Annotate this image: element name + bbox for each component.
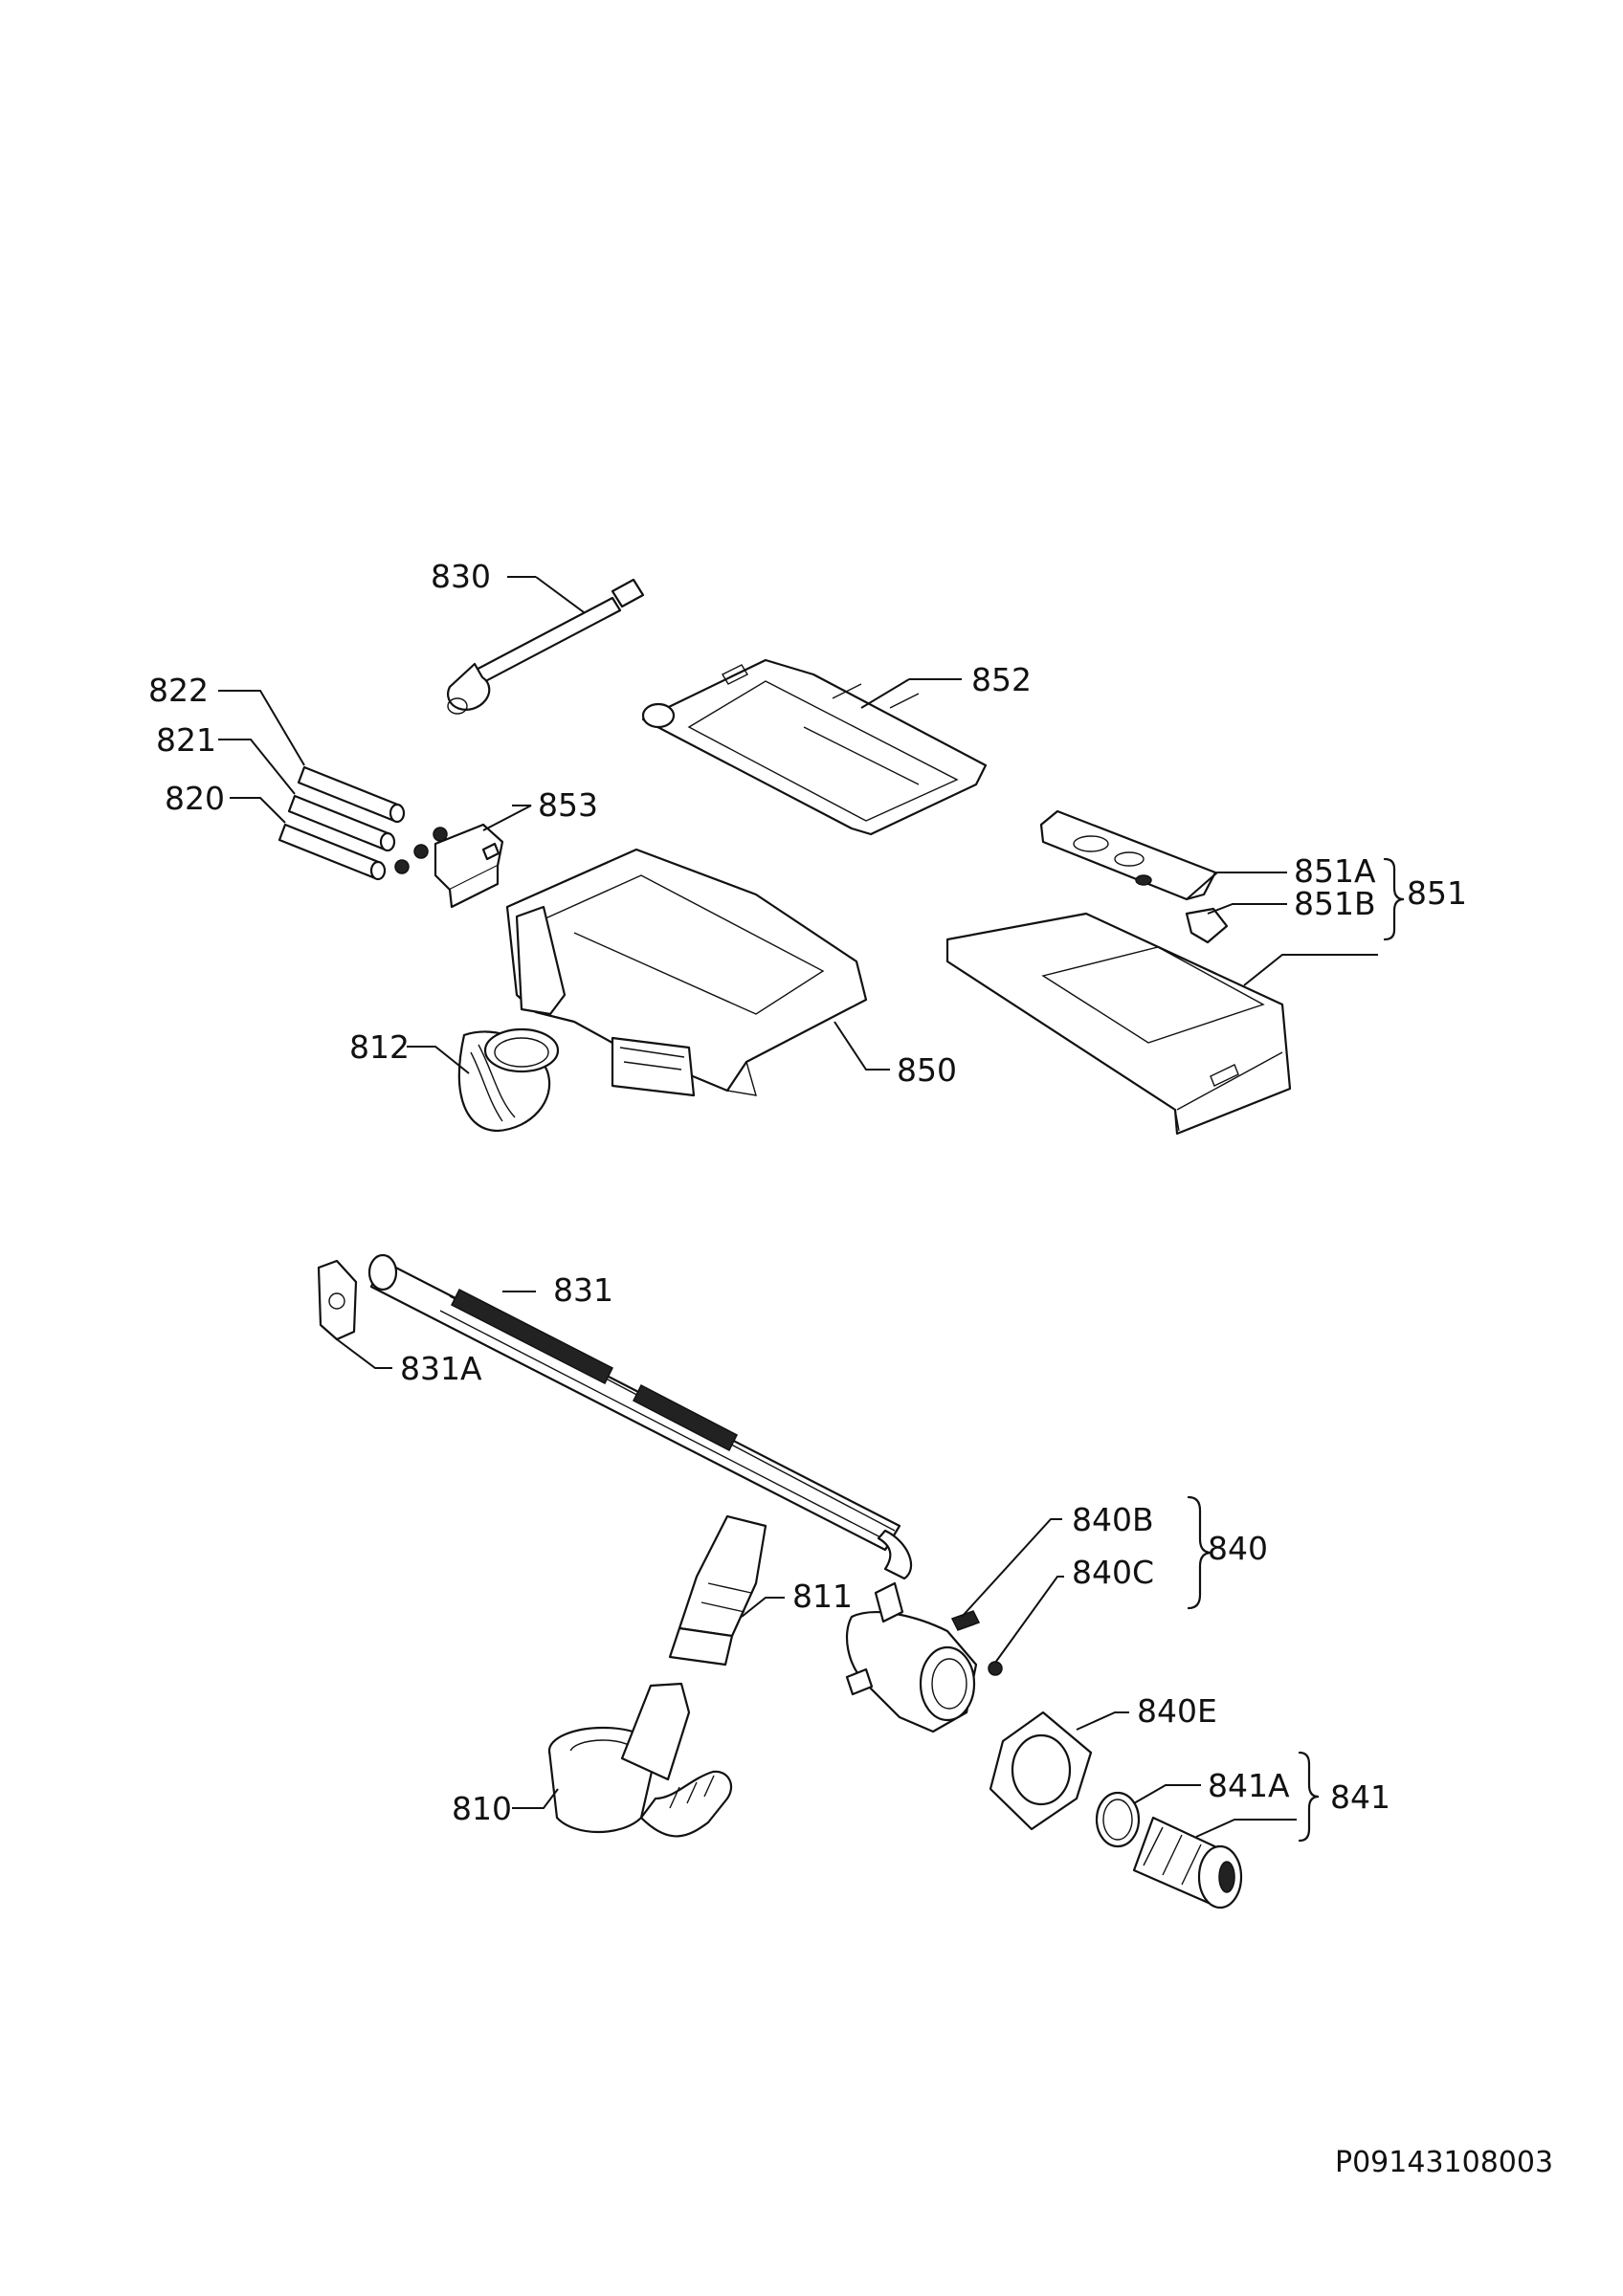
label-812: 812 <box>349 1028 410 1066</box>
leader-850 <box>834 1021 890 1071</box>
part-851B-siphon <box>1185 907 1229 944</box>
part-852-lid <box>641 658 988 836</box>
part-810-sump <box>547 1682 733 1838</box>
label-821: 821 <box>156 721 216 759</box>
label-841A: 841A <box>1208 1767 1290 1804</box>
label-850: 850 <box>897 1051 957 1089</box>
leader-840C <box>994 1576 1064 1664</box>
leader-851A <box>1186 872 1287 900</box>
label-810: 810 <box>452 1790 512 1827</box>
part-851-drawer <box>945 912 1292 1136</box>
brace-851 <box>1383 857 1405 941</box>
part-822-hose <box>297 765 406 824</box>
label-851A: 851A <box>1294 852 1376 890</box>
label-830: 830 <box>431 558 491 595</box>
label-852: 852 <box>971 661 1032 698</box>
label-840C: 840C <box>1072 1554 1154 1591</box>
label-840: 840 <box>1208 1530 1268 1567</box>
part-831A-bracket <box>317 1259 358 1341</box>
part-841A-ring <box>1095 1791 1141 1848</box>
leader-831A <box>336 1338 392 1369</box>
brace-841 <box>1298 1751 1320 1843</box>
leader-841 <box>1195 1819 1297 1838</box>
leader-821 <box>218 739 296 795</box>
leader-811 <box>741 1597 785 1618</box>
label-840E: 840E <box>1137 1692 1217 1730</box>
brace-840 <box>1187 1495 1212 1610</box>
leader-851B <box>1207 903 1287 915</box>
part-853-valve <box>394 823 504 909</box>
label-841: 841 <box>1330 1778 1390 1816</box>
label-822: 822 <box>148 672 209 709</box>
part-820-hose <box>278 823 387 881</box>
label-811: 811 <box>792 1578 853 1615</box>
part-821-hose <box>287 794 396 852</box>
part-851A-insert <box>1039 809 1217 901</box>
leader-810 <box>512 1788 559 1809</box>
part-812-bellows <box>457 1027 560 1133</box>
part-850-housing <box>505 848 868 1097</box>
leader-852-b <box>860 678 910 709</box>
part-831-drain-hose <box>367 1253 913 1580</box>
leader-841A <box>1133 1784 1201 1804</box>
label-851: 851 <box>1407 874 1467 912</box>
leader-822 <box>218 690 305 766</box>
label-831: 831 <box>553 1271 613 1309</box>
leader-830-b <box>535 576 585 613</box>
part-841-filter <box>1132 1816 1243 1910</box>
label-853: 853 <box>538 786 598 824</box>
part-830-hose <box>447 578 645 715</box>
leader-853 <box>482 805 532 831</box>
part-840-pump <box>845 1581 1003 1733</box>
label-831A: 831A <box>400 1350 482 1387</box>
leader-812 <box>407 1046 470 1074</box>
leader-840E <box>1076 1711 1129 1731</box>
leader-851 <box>1243 954 1378 986</box>
leader-840B <box>961 1518 1062 1618</box>
label-820: 820 <box>165 780 225 817</box>
label-840B: 840B <box>1072 1501 1154 1538</box>
part-811-hose <box>668 1514 767 1667</box>
leader-820 <box>230 797 286 824</box>
part-840E-frame <box>989 1711 1093 1831</box>
drawing-code: P09143108003 <box>1335 2146 1553 2179</box>
label-851B: 851B <box>1294 885 1376 922</box>
